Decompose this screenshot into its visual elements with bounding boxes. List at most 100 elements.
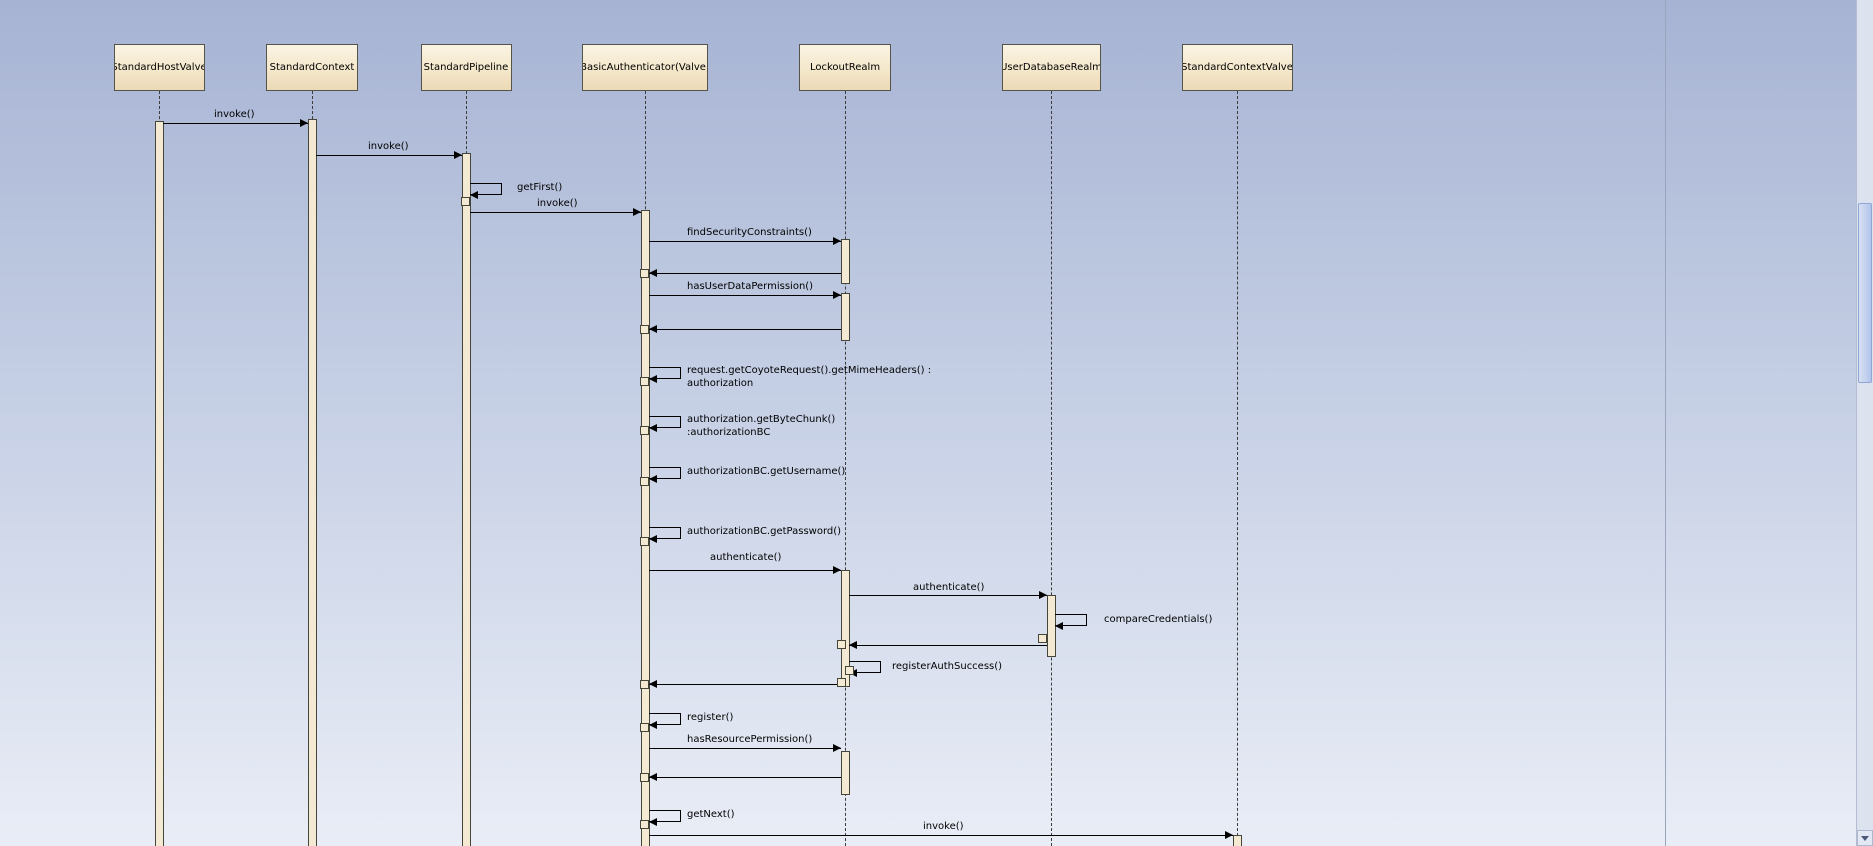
page-boundary-line [1665, 0, 1666, 846]
arrowhead-icon [649, 269, 657, 277]
nested-activation-mark [640, 269, 649, 278]
participant-shv[interactable]: StandardHostValve [113, 44, 205, 91]
nested-activation-mark [640, 325, 649, 334]
call-message-line [649, 748, 841, 749]
lifeline-lr [845, 91, 846, 846]
call-message-line [649, 570, 841, 571]
arrowhead-icon [649, 475, 657, 483]
activation-scv[interactable] [1232, 835, 1242, 846]
return-message-line [649, 273, 841, 274]
message-label[interactable]: findSecurityConstraints() [687, 227, 812, 238]
arrowhead-icon [649, 375, 657, 383]
call-message-line [316, 155, 462, 156]
message-label[interactable]: request.getCoyoteRequest().getMimeHeader… [687, 365, 932, 389]
return-message-line [849, 645, 1047, 646]
nested-activation-mark [461, 197, 470, 206]
arrowhead-icon [833, 237, 841, 245]
arrowhead-icon [1225, 831, 1233, 839]
self-message-line [649, 416, 681, 428]
nested-activation-mark [640, 537, 649, 546]
activation-lr[interactable] [840, 293, 850, 341]
arrowhead-icon [649, 325, 657, 333]
arrowhead-icon [300, 119, 308, 127]
activation-lr[interactable] [840, 239, 850, 284]
arrowhead-icon [649, 680, 657, 688]
call-message-line [163, 123, 308, 124]
message-label[interactable]: authenticate() [710, 552, 782, 563]
arrowhead-icon [649, 535, 657, 543]
vertical-scrollbar-thumb[interactable] [1858, 203, 1872, 383]
activation-ba[interactable] [640, 210, 650, 846]
call-message-line [470, 212, 641, 213]
self-message-line [649, 810, 681, 822]
message-label[interactable]: invoke() [368, 141, 409, 152]
arrowhead-icon [470, 191, 478, 199]
message-label[interactable]: register() [687, 712, 734, 723]
arrowhead-icon [649, 721, 657, 729]
arrowhead-icon [849, 641, 857, 649]
arrowhead-icon [649, 424, 657, 432]
participant-scv[interactable]: StandardContextValve [1181, 44, 1293, 91]
arrowhead-icon [1055, 622, 1063, 630]
return-message-line [649, 329, 841, 330]
vertical-scrollbar[interactable] [1856, 0, 1873, 846]
arrowhead-icon [649, 818, 657, 826]
message-label[interactable]: authenticate() [913, 582, 985, 593]
nested-activation-mark [640, 773, 649, 782]
self-message-line [470, 183, 502, 195]
nested-activation-mark [640, 820, 649, 829]
nested-activation-mark [1038, 634, 1047, 643]
activation-sc[interactable] [307, 119, 317, 846]
self-message-line [649, 713, 681, 725]
participant-sp[interactable]: StandardPipeline [420, 44, 512, 91]
self-message-line [849, 661, 881, 673]
participant-sc[interactable]: StandardContext [266, 44, 358, 91]
message-label[interactable]: registerAuthSuccess() [892, 661, 1003, 672]
self-message-line [649, 467, 681, 479]
message-label[interactable]: authorization.getByteChunk() :authorizat… [687, 414, 836, 438]
message-label[interactable]: invoke() [214, 109, 255, 120]
call-message-line [849, 595, 1047, 596]
participant-lr[interactable]: LockoutRealm [799, 44, 891, 91]
message-label[interactable]: getNext() [687, 809, 735, 820]
nested-activation-mark [640, 426, 649, 435]
message-label[interactable]: invoke() [537, 198, 578, 209]
message-label[interactable]: authorizationBC.getUsername() [687, 466, 846, 477]
activation-lr[interactable] [840, 751, 850, 795]
nested-activation-mark [845, 666, 854, 675]
message-label[interactable]: compareCredentials() [1104, 614, 1213, 625]
call-message-line [649, 835, 1233, 836]
return-message-line [649, 684, 841, 685]
nested-activation-mark [640, 680, 649, 689]
message-label[interactable]: invoke() [923, 821, 964, 832]
arrowhead-icon [633, 208, 641, 216]
chevron-down-icon [1861, 835, 1869, 841]
arrowhead-icon [833, 291, 841, 299]
nested-activation-mark [837, 678, 846, 687]
self-message-line [649, 527, 681, 539]
message-label[interactable]: hasResourcePermission() [687, 734, 813, 745]
arrowhead-icon [649, 773, 657, 781]
call-message-line [649, 295, 841, 296]
self-message-line [649, 367, 681, 379]
message-label[interactable]: getFirst() [517, 182, 563, 193]
lifeline-scv [1237, 91, 1238, 846]
activation-sp[interactable] [461, 153, 471, 846]
scroll-down-button[interactable] [1857, 830, 1873, 846]
arrowhead-icon [833, 744, 841, 752]
activation-shv[interactable] [154, 121, 164, 846]
nested-activation-mark [640, 377, 649, 386]
nested-activation-mark [640, 723, 649, 732]
nested-activation-mark [640, 477, 649, 486]
return-message-line [649, 777, 841, 778]
message-label[interactable]: hasUserDataPermission() [687, 281, 814, 292]
message-label[interactable]: authorizationBC.getPassword() [687, 526, 842, 537]
self-message-line [1055, 614, 1087, 626]
participant-udr[interactable]: UserDatabaseRealm [1001, 44, 1101, 91]
call-message-line [649, 241, 841, 242]
lifeline-udr [1051, 91, 1052, 846]
arrowhead-icon [1039, 591, 1047, 599]
nested-activation-mark [837, 640, 846, 649]
participant-ba[interactable]: BasicAuthenticator(Valve) [582, 44, 708, 91]
